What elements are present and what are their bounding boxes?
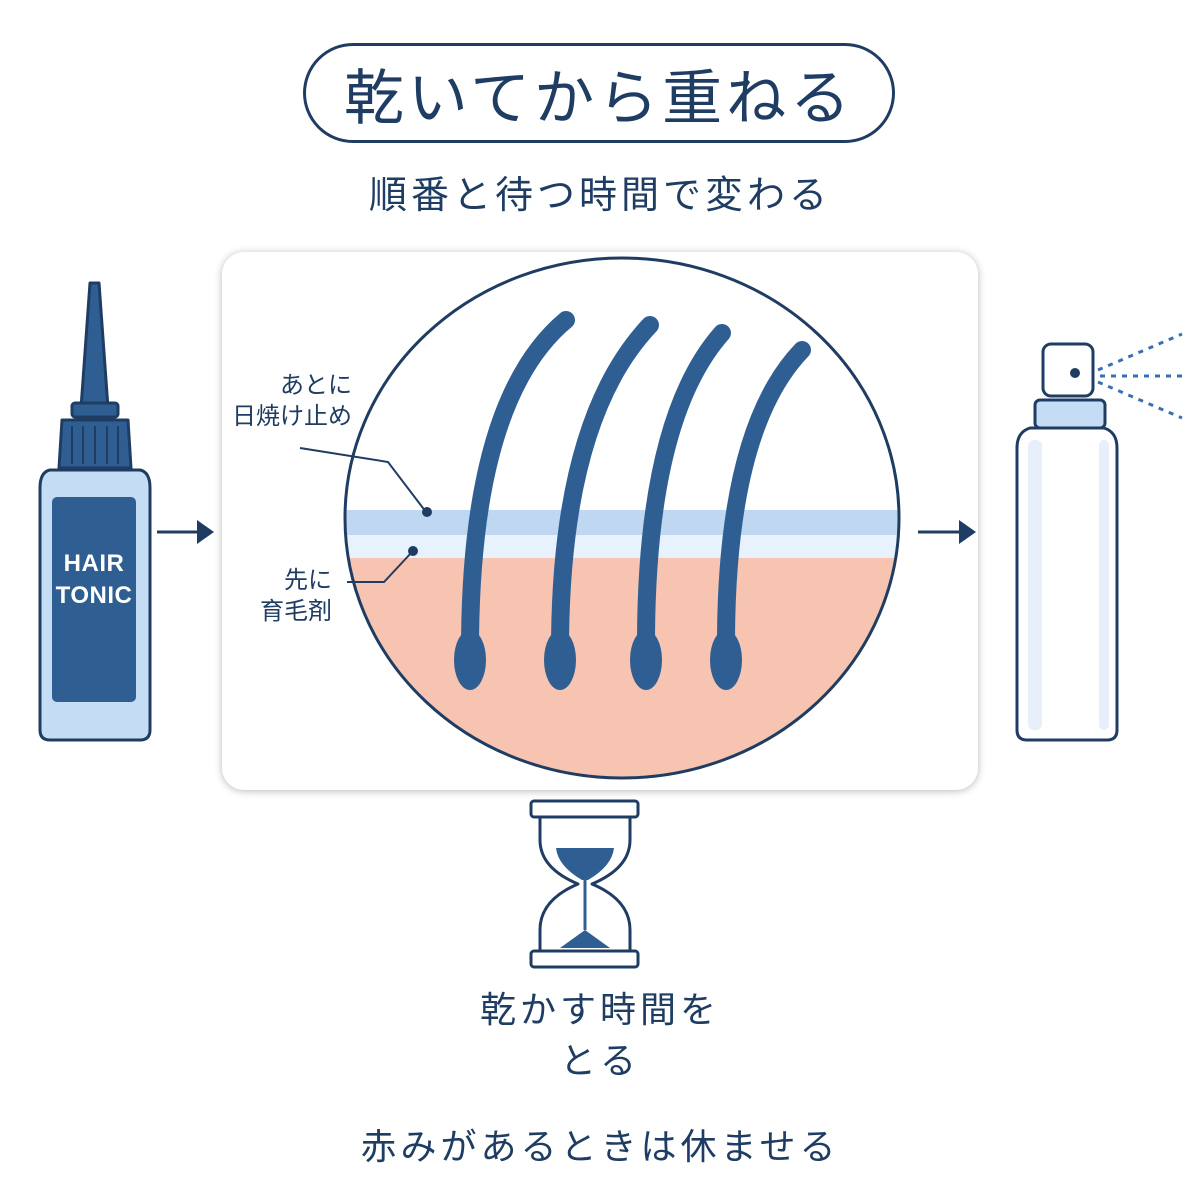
page-subtitle: 順番と待つ時間で変わる xyxy=(368,173,831,217)
tonic-layer xyxy=(345,535,899,558)
hair-strand xyxy=(551,316,659,659)
hair-bulb xyxy=(630,630,662,690)
hourglass-icon xyxy=(529,799,640,969)
scalp-cross-section xyxy=(343,256,901,780)
label-before-tonic: 先に 育毛剤 xyxy=(222,565,332,627)
caption-dry-line2: とる xyxy=(559,1041,640,1083)
title-pill: 乾いてから重ねる xyxy=(303,43,895,143)
label-after-line2: 日焼け止め xyxy=(232,402,352,431)
hair-strand xyxy=(461,311,575,659)
caption-rest: 赤みがあるときは休ませる xyxy=(360,1127,840,1168)
arrow-right-icon xyxy=(157,520,214,544)
label-after-line1: あとに xyxy=(280,371,352,399)
spray-bottle-icon xyxy=(1015,332,1183,742)
sunscreen-layer xyxy=(345,510,899,535)
hair-bulb xyxy=(454,630,486,690)
page-title: 乾いてから重ねる xyxy=(343,63,855,134)
arrow-right-icon xyxy=(918,520,976,544)
hair-bulb xyxy=(710,630,742,690)
label-leader-before xyxy=(347,546,418,583)
caption-dry-line1: 乾かす時間を xyxy=(479,990,720,1031)
bottle-label-text: HAIR TONIC xyxy=(52,548,136,613)
hair-bulb xyxy=(544,630,576,690)
caption-dry-time: 乾かす時間を とる xyxy=(0,985,1200,1087)
bottle-label xyxy=(52,497,136,702)
bottle-label-line2: TONIC xyxy=(55,582,133,610)
label-before-line2: 育毛剤 xyxy=(260,597,332,626)
label-leader-after xyxy=(299,447,432,517)
bottle-label-line1: HAIR xyxy=(63,550,125,577)
hair-strand xyxy=(636,324,731,659)
label-after-sunscreen: あとに 日焼け止め xyxy=(222,370,352,432)
dropper-bottle-icon xyxy=(38,281,152,742)
skin-layer xyxy=(345,558,899,778)
label-before-line1: 先に xyxy=(284,566,332,594)
hair-strand xyxy=(716,341,811,659)
